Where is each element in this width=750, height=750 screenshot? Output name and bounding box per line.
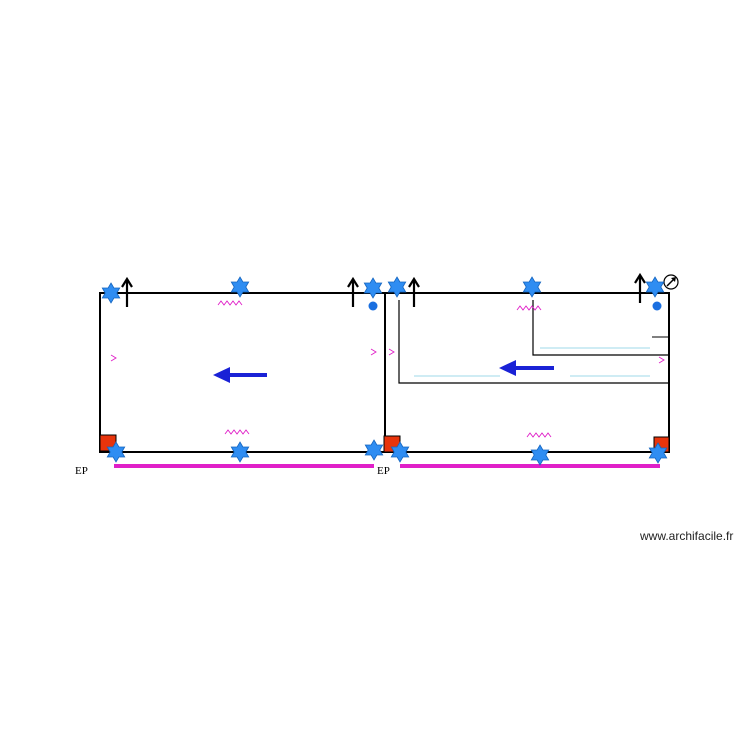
squiggle-icon xyxy=(658,356,665,364)
star-icon xyxy=(363,277,383,299)
squiggle-icon xyxy=(370,348,377,356)
inner-wall-left xyxy=(398,300,668,384)
pipe-dot-icon xyxy=(368,301,378,311)
squiggle-icon xyxy=(110,354,117,362)
star-icon xyxy=(364,439,384,461)
flow-arrow-icon xyxy=(499,360,554,376)
watermark: www.archifacile.fr xyxy=(640,529,734,543)
squiggle-icon xyxy=(388,348,395,356)
inner-wall-right xyxy=(532,300,668,356)
star-icon xyxy=(101,282,121,304)
star-icon xyxy=(530,444,550,466)
squiggle-icon xyxy=(224,429,250,435)
room-left-outline xyxy=(99,292,386,453)
drain-label: EP xyxy=(377,465,390,477)
star-icon xyxy=(230,441,250,463)
pipe-dot-icon xyxy=(652,301,662,311)
drain-label: EP xyxy=(75,465,88,477)
up-arrow-icon xyxy=(633,273,647,305)
squiggle-icon xyxy=(217,300,243,306)
squiggle-icon xyxy=(526,432,552,438)
compass-icon xyxy=(663,274,679,290)
squiggle-icon xyxy=(516,305,542,311)
flow-arrow-icon xyxy=(213,367,267,383)
room-right-outline xyxy=(384,292,670,453)
